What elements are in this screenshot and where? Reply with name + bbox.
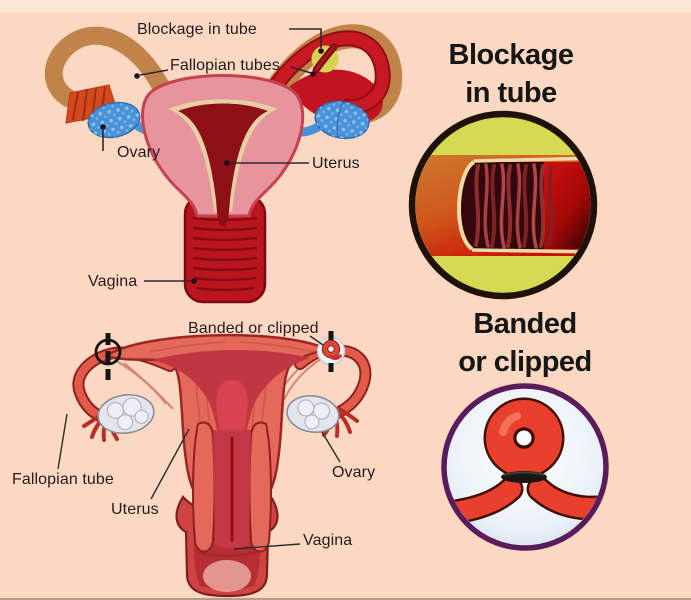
cervix-pillars: [192, 421, 272, 553]
inset-blockage-circle: [408, 110, 598, 300]
diagram-top-illustration: [44, 24, 403, 304]
top-strip: [0, 0, 691, 13]
blockage-marker: [311, 43, 339, 74]
diagram-bottom-illustration: [57, 331, 372, 598]
label-vagina-bottom: Vagina: [303, 532, 353, 549]
clip-left: [94, 333, 122, 380]
vagina-top-diagram: [183, 194, 267, 304]
inset-title-banded-line1: Banded: [473, 308, 577, 340]
left-fallopian-tube: [44, 26, 177, 111]
label-blockage-in-tube: Blockage in tube: [137, 21, 257, 38]
label-fallopian-tube: Fallopian tube: [12, 471, 114, 488]
label-ovary-bottom: Ovary: [332, 464, 376, 481]
inset-title-banded-line2: or clipped: [458, 346, 592, 378]
label-fallopian-tubes: Fallopian tubes: [170, 57, 281, 74]
right-ovary: [314, 100, 370, 140]
left-ovary-bottom: [97, 393, 155, 435]
inset-title-blockage-line1: Blockage: [448, 39, 574, 71]
inset-title-blockage: Blockage in tube: [401, 36, 621, 112]
right-ovary-bottom: [286, 395, 340, 433]
blockage-fibers: [474, 163, 554, 249]
right-fallopian-tube: [264, 32, 389, 113]
top-connectors: [100, 28, 324, 284]
label-ovary-top: Ovary: [117, 144, 161, 161]
uterus-cavity: [178, 103, 268, 226]
clip-right: [316, 331, 346, 372]
inset-title-blockage-line2: in tube: [465, 77, 557, 109]
label-vagina-top: Vagina: [88, 273, 138, 290]
bottom-connectors: [57, 335, 341, 550]
inset-banded-circle: [441, 383, 609, 551]
label-uterus-top: Uterus: [312, 155, 360, 172]
label-banded-or-clipped: Banded or clipped: [188, 320, 319, 337]
inset-title-banded: Banded or clipped: [415, 305, 635, 381]
label-uterus-bottom: Uterus: [111, 501, 159, 518]
bottom-edge-line: [0, 598, 691, 600]
